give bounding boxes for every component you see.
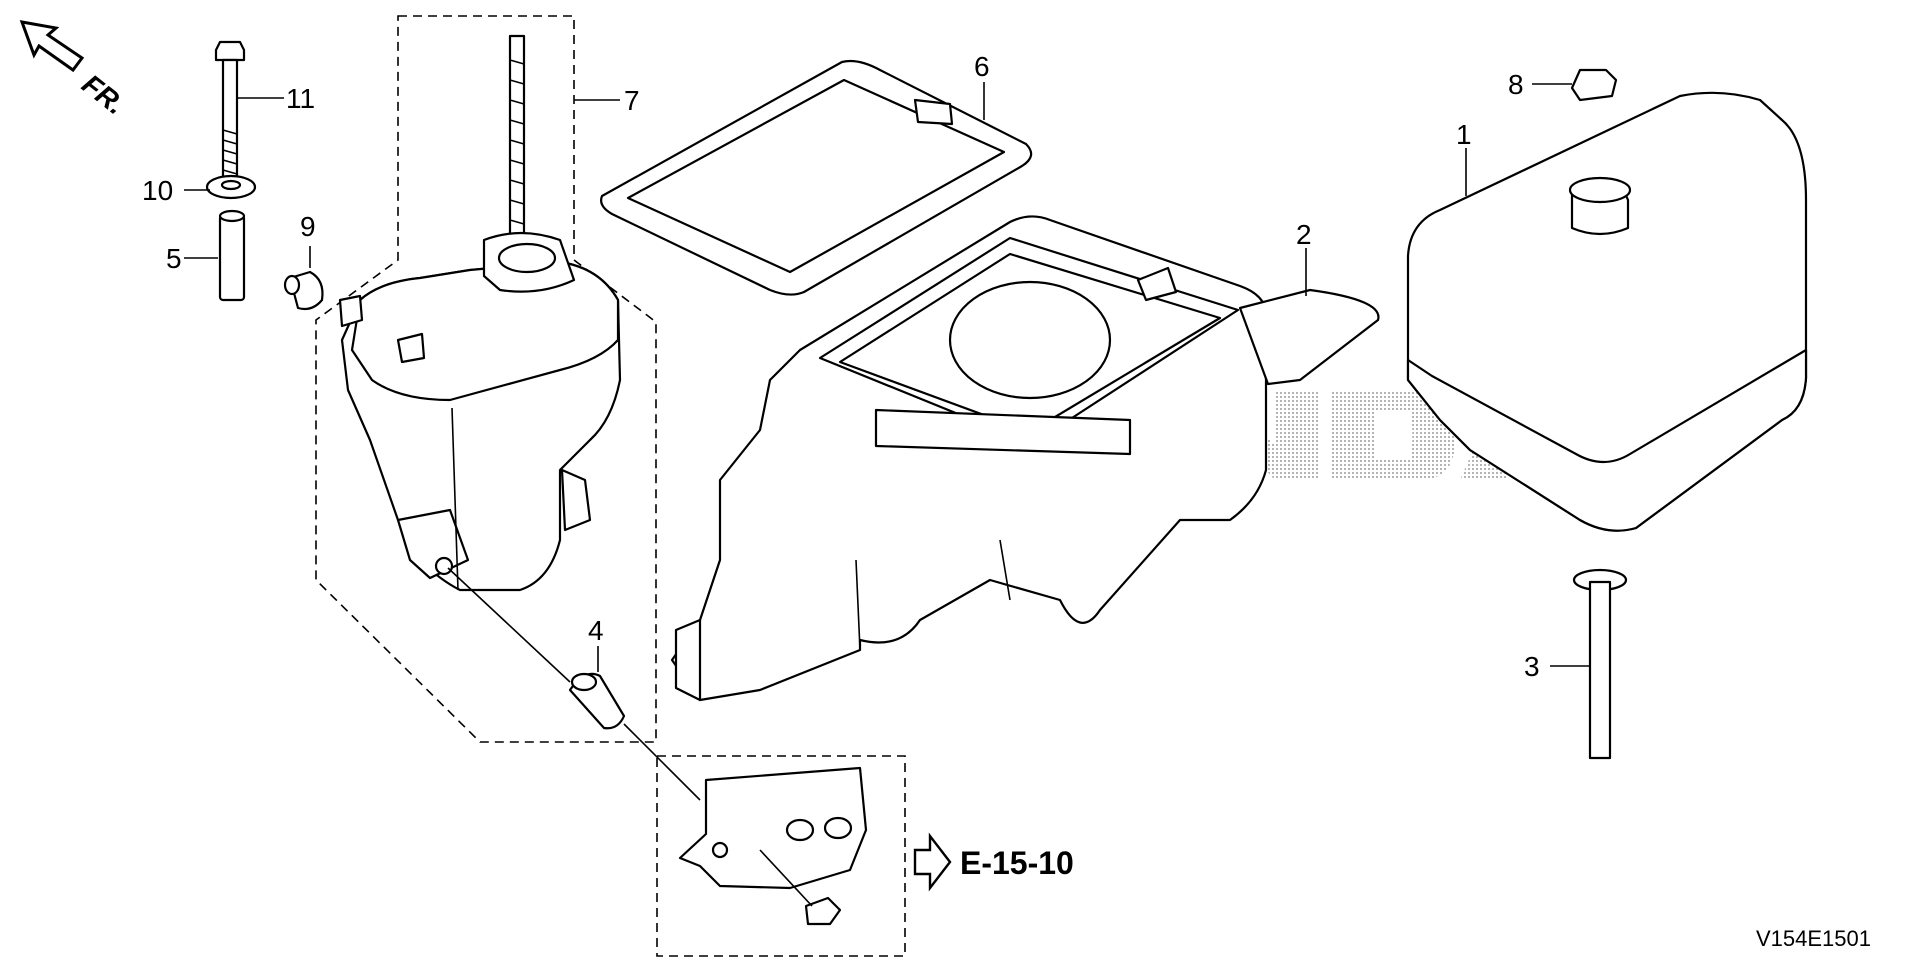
part-3-bolt	[1572, 568, 1628, 760]
front-direction-arrow-icon	[19, 20, 85, 73]
callout-8: 8	[1508, 69, 1524, 100]
bracket-part	[678, 766, 868, 926]
callout-1: 1	[1456, 119, 1472, 150]
reference-link[interactable]: E-15-10	[913, 832, 1074, 892]
part-5-collar	[218, 209, 246, 302]
callout-9: 9	[300, 211, 316, 242]
part-2-air-cleaner-case	[670, 215, 1380, 702]
part-9-grommet	[283, 270, 324, 311]
reference-label[interactable]: E-15-10	[960, 845, 1074, 881]
callout-7: 7	[624, 85, 640, 116]
callout-3: 3	[1524, 651, 1540, 682]
part-7-filter-housing	[338, 34, 622, 592]
leader-lines	[184, 82, 1590, 907]
callout-4: 4	[588, 615, 604, 646]
outline-arrow-right-icon	[913, 832, 952, 892]
part-10-washer	[205, 174, 257, 200]
diagram-code: V154E1501	[1756, 926, 1871, 951]
callout-6: 6	[974, 51, 990, 82]
part-4-joint	[568, 672, 626, 730]
part-11-bolt	[214, 40, 246, 190]
callout-11: 11	[286, 83, 315, 114]
callout-2: 2	[1296, 219, 1312, 250]
reference-assembly-outline	[656, 755, 906, 957]
part-1-air-cleaner-cover	[1406, 91, 1808, 532]
front-direction-indicator: FR.	[19, 20, 131, 121]
front-direction-label: FR.	[76, 68, 131, 120]
part-8-nut	[1570, 68, 1618, 102]
callout-5: 5	[166, 243, 182, 274]
part-6-gasket	[600, 59, 1033, 296]
callout-10: 10	[142, 175, 173, 206]
